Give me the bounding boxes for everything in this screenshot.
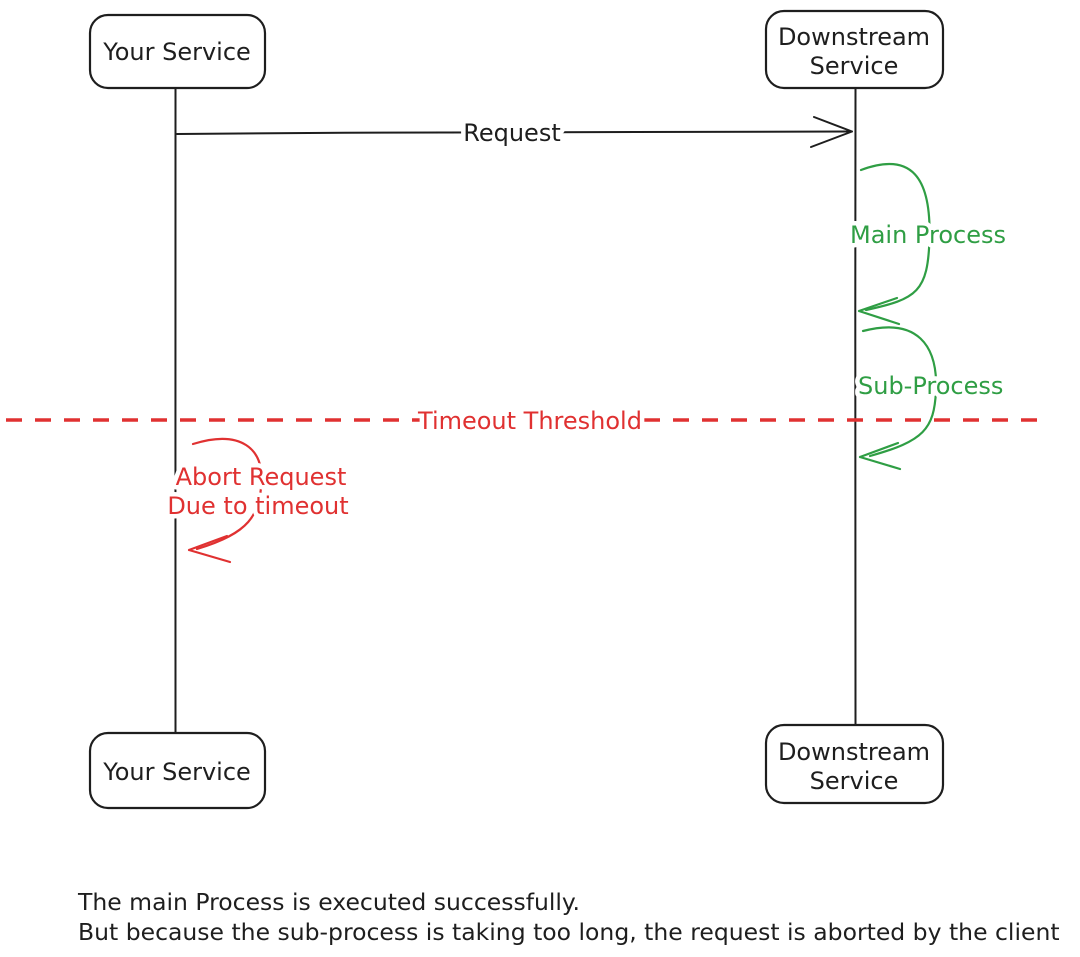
timeout-threshold-label: Timeout Threshold — [417, 407, 642, 435]
abort-request-label-line2: Due to timeout — [167, 492, 348, 520]
main-process-arrowhead-icon — [857, 296, 901, 326]
abort-request-annotation: Abort Request Due to timeout — [163, 438, 353, 564]
actor-box — [88, 731, 267, 810]
lifeline-your-service — [174, 87, 177, 734]
caption: The main Process is executed successfull… — [77, 888, 1060, 946]
actor-box — [764, 9, 945, 90]
abort-request-label-line1: Abort Request — [176, 463, 347, 491]
sub-process-annotation: Sub-Process — [854, 326, 1008, 471]
actor-downstream-service-top: Downstream Service — [764, 9, 945, 90]
sub-process-curve — [861, 326, 938, 458]
request-message: Request — [176, 115, 853, 152]
request-arrow-line — [176, 130, 850, 135]
abort-request-arrowhead-icon — [187, 534, 232, 564]
actor-your-service-top-label: Your Service — [102, 38, 251, 66]
actor-downstream-top-label-line2: Service — [810, 52, 899, 80]
request-label: Request — [463, 119, 561, 147]
actor-box — [764, 723, 945, 805]
actor-your-service-bottom-label: Your Service — [102, 758, 251, 786]
actor-downstream-service-bottom: Downstream Service — [764, 723, 945, 805]
main-process-label: Main Process — [850, 221, 1006, 249]
actor-your-service-top: Your Service — [88, 13, 267, 90]
actor-box — [88, 13, 267, 90]
actor-your-service-bottom: Your Service — [88, 731, 267, 810]
actor-downstream-bottom-label-line2: Service — [810, 767, 899, 795]
lifeline-downstream-service — [854, 87, 857, 726]
caption-line1: The main Process is executed successfull… — [77, 888, 580, 916]
caption-line2: But because the sub-process is taking to… — [78, 918, 1060, 946]
sub-process-label: Sub-Process — [858, 372, 1003, 400]
actor-downstream-bottom-label-line1: Downstream — [778, 738, 930, 766]
main-process-curve — [859, 162, 931, 312]
sub-process-arrowhead-icon — [858, 441, 902, 471]
actor-downstream-top-label-line1: Downstream — [778, 23, 930, 51]
request-arrowhead-icon — [810, 116, 853, 148]
abort-request-curve — [191, 438, 263, 551]
main-process-annotation: Main Process — [846, 162, 1010, 326]
